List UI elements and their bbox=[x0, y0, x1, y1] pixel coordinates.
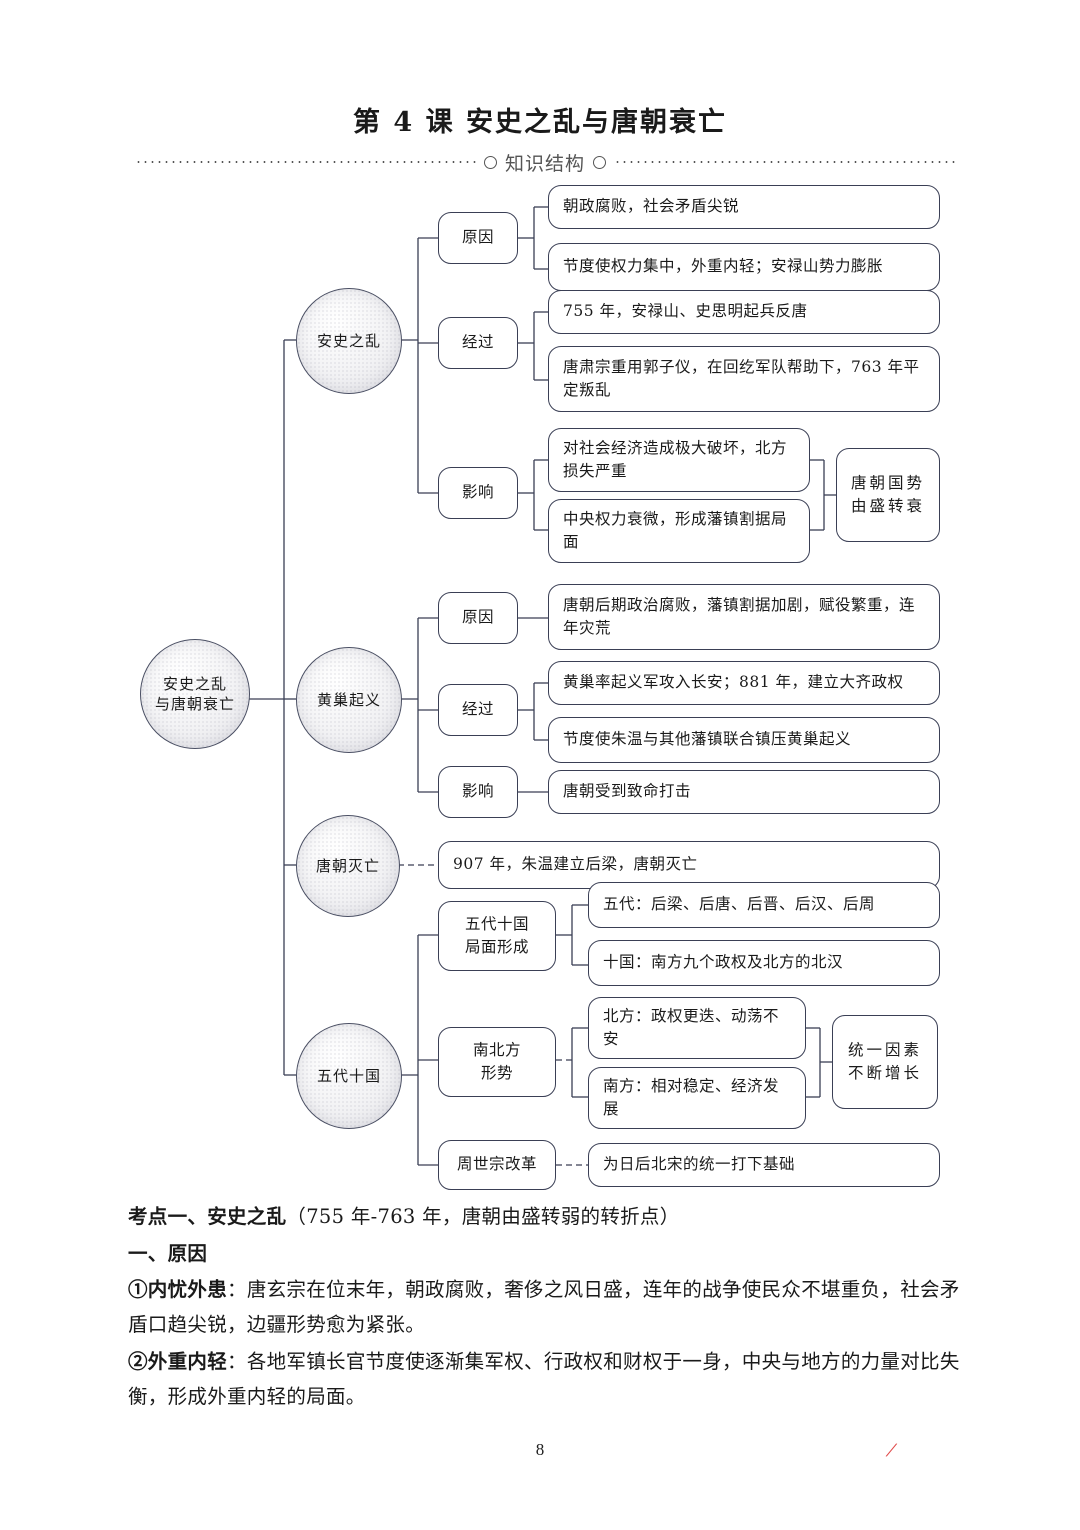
branch-node-wudaishiguo[interactable]: 五代十国 bbox=[296, 1023, 402, 1129]
label-box-huangchao-yuanyin[interactable]: 原因 bbox=[438, 592, 518, 644]
content-box[interactable]: 为日后北宋的统一打下基础 bbox=[588, 1143, 940, 1187]
label-box-wudai-nanbeifang[interactable]: 南北方 形势 bbox=[438, 1027, 556, 1097]
page-number: 8 bbox=[535, 1440, 545, 1459]
label-box-anshi-yuanyin[interactable]: 原因 bbox=[438, 212, 518, 264]
content-box[interactable]: 五代：后梁、后唐、后晋、后汉、后周 bbox=[588, 882, 940, 928]
label-box-anshi-jingguo[interactable]: 经过 bbox=[438, 317, 518, 369]
body-text: 考点一、安史之乱（755 年-763 年，唐朝由盛转弱的转折点） 一、原因 ①内… bbox=[128, 1200, 968, 1416]
paragraph-1: ①内忧外患：唐玄宗在位末年，朝政腐败，奢侈之风日盛，连年的战争使民众不堪重负，社… bbox=[128, 1273, 968, 1342]
content-box[interactable]: 唐肃宗重用郭子仪，在回纥军队帮助下，763 年平定叛乱 bbox=[548, 346, 940, 412]
content-box[interactable]: 907 年，朱温建立后梁，唐朝灭亡 bbox=[438, 841, 940, 889]
label-box-wudai-juminxingcheng[interactable]: 五代十国 局面形成 bbox=[438, 901, 556, 971]
divider-dots-left bbox=[135, 161, 476, 163]
divider-ring-left-icon bbox=[484, 155, 497, 169]
summary-box-wudai[interactable]: 统一因素不断增长 bbox=[832, 1015, 938, 1109]
label-box-huangchao-yingxiang[interactable]: 影响 bbox=[438, 766, 518, 818]
paragraph-1-text: ：唐玄宗在位末年，朝政腐败，奢侈之风日盛，连年的战争使民众不堪重负，社会矛盾口趋… bbox=[128, 1278, 960, 1337]
branch-label-tangwang: 唐朝灭亡 bbox=[315, 856, 380, 875]
divider-ring-right-icon bbox=[593, 155, 607, 169]
root-label-line1: 安史之乱 bbox=[162, 674, 227, 693]
paragraph-1-label: ①内忧外患 bbox=[128, 1278, 228, 1302]
heading-kaodian: 考点一、安史之乱（755 年-763 年，唐朝由盛转弱的转折点） bbox=[128, 1200, 968, 1235]
content-box[interactable]: 唐朝后期政治腐败，藩镇割据加剧，赋役繁重，连年灾荒 bbox=[548, 584, 940, 650]
content-box[interactable]: 节度使权力集中，外重内轻；安禄山势力膨胀 bbox=[548, 243, 940, 291]
content-box[interactable]: 十国：南方九个政权及北方的北汉 bbox=[588, 940, 940, 986]
content-box[interactable]: 755 年，安禄山、史思明起兵反唐 bbox=[548, 290, 940, 334]
branch-node-tangwang[interactable]: 唐朝灭亡 bbox=[296, 815, 400, 917]
root-label-line2: 与唐朝衰亡 bbox=[154, 695, 235, 713]
label-box-huangchao-jingguo[interactable]: 经过 bbox=[438, 684, 518, 736]
section-label: 知识结构 bbox=[505, 152, 586, 175]
mindmap-root-node[interactable]: 安史之乱 与唐朝衰亡 bbox=[140, 639, 250, 749]
content-box[interactable]: 朝政腐败，社会矛盾尖锐 bbox=[548, 185, 940, 229]
content-box[interactable]: 北方：政权更迭、动荡不安 bbox=[588, 997, 806, 1059]
content-box[interactable]: 黄巢率起义军攻入长安；881 年，建立大齐政权 bbox=[548, 661, 940, 705]
branch-node-anshi[interactable]: 安史之乱 bbox=[296, 288, 402, 394]
mindmap: 安史之乱 与唐朝衰亡 安史之乱 黄巢起义 唐朝灭亡 五代十国 原因 经过 影响 bbox=[0, 175, 1080, 1205]
heading-yuanyin: 一、原因 bbox=[128, 1241, 208, 1265]
content-box[interactable]: 节度使朱温与其他藩镇联合镇压黄巢起义 bbox=[548, 717, 940, 763]
paragraph-2-label: ②外重内轻 bbox=[128, 1349, 228, 1373]
content-box[interactable]: 唐朝受到致命打击 bbox=[548, 770, 940, 814]
branch-label-wudaishiguo: 五代十国 bbox=[316, 1066, 381, 1085]
content-box[interactable]: 对社会经济造成极大破坏，北方损失严重 bbox=[548, 428, 810, 492]
summary-box-anshi[interactable]: 唐朝国势由盛转衰 bbox=[836, 448, 940, 542]
label-box-wudai-zhoushizong[interactable]: 周世宗改革 bbox=[438, 1140, 556, 1190]
heading-kaodian-bold: 考点一、安史之乱 bbox=[128, 1205, 287, 1228]
content-box[interactable]: 中央权力衰微，形成藩镇割据局面 bbox=[548, 499, 810, 563]
section-divider: 知识结构 bbox=[135, 148, 956, 176]
branch-label-anshi: 安史之乱 bbox=[316, 331, 381, 350]
divider-dots-right bbox=[614, 161, 956, 163]
content-box[interactable]: 南方：相对稳定、经济发展 bbox=[588, 1067, 806, 1129]
paragraph-2-text: ：各地军镇长官节度使逐渐集军权、行政权和财权于一身，中央与地方的力量对比失衡，形… bbox=[128, 1349, 960, 1408]
label-box-anshi-yingxiang[interactable]: 影响 bbox=[438, 467, 518, 519]
page-title: 第 4 课 安史之乱与唐朝衰亡 bbox=[353, 107, 727, 138]
paragraph-2: ②外重内轻：各地军镇长官节度使逐渐集军权、行政权和财权于一身，中央与地方的力量对… bbox=[128, 1345, 968, 1414]
branch-node-huangchao[interactable]: 黄巢起义 bbox=[296, 647, 402, 753]
heading-kaodian-rest: （755 年-763 年，唐朝由盛转弱的转折点） bbox=[286, 1205, 680, 1228]
mindmap-connectors bbox=[248, 206, 836, 1166]
branch-label-huangchao: 黄巢起义 bbox=[316, 690, 381, 709]
